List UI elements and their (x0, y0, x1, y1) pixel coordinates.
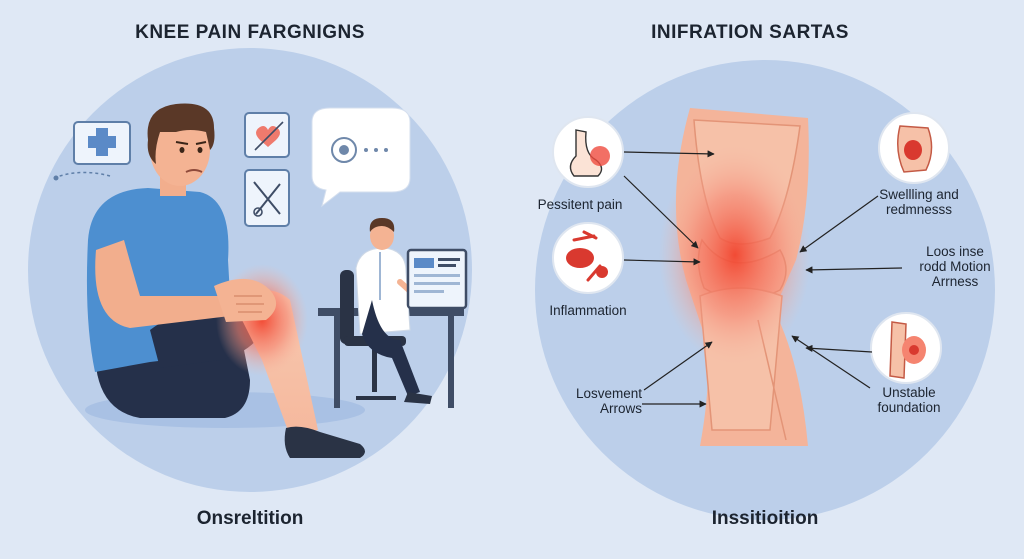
label-motion: Loos inse rodd Motion Arrness (900, 244, 1010, 289)
right-panel-caption: Inssitioition (711, 508, 819, 529)
patient-figure (86, 103, 365, 458)
callout-unstable-icon (870, 312, 942, 384)
doctor-figure (318, 218, 468, 408)
chart-monitor-icon (406, 248, 468, 314)
label-motion-line1: Loos inse (926, 244, 984, 259)
left-panel-title: KNEE PAIN FARGNIGNS (135, 22, 365, 43)
label-unstable-line1: Unstable (882, 385, 936, 400)
chat-bubble-icon (311, 107, 411, 208)
right-panel-title: INIFRATION SARTAS (651, 22, 849, 43)
label-unstable: Unstable foundation (854, 385, 964, 415)
knee-pain-glow (659, 145, 811, 365)
medical-cross-icon (53, 121, 131, 181)
label-inflammation: Inflammation (549, 303, 627, 318)
tools-icon (244, 169, 290, 227)
label-movement-line2: Arrows (599, 401, 642, 416)
callout-lines (623, 150, 903, 408)
label-movement: Losvement Arrows (540, 386, 642, 416)
label-swelling-line1: Swellling and (879, 187, 959, 202)
callout-inflammation-icon (552, 222, 624, 294)
label-swelling: Swellling and redmnesss (864, 187, 974, 217)
label-movement-line1: Losvement (575, 386, 642, 401)
label-unstable-line2: foundation (877, 400, 941, 415)
heart-pulse-icon (244, 112, 290, 158)
callout-persistent-pain-icon (552, 116, 624, 188)
label-persistent-pain: Pessitent pain (537, 197, 623, 212)
callout-swelling-icon (878, 112, 950, 184)
label-swelling-line2: redmnesss (885, 202, 953, 217)
left-panel-caption: Onsreltition (196, 508, 304, 529)
label-motion-line2: rodd Motion (919, 259, 991, 274)
right-panel (535, 60, 995, 520)
left-panel (28, 48, 472, 492)
knee-anatomy (659, 108, 811, 446)
label-motion-line3: Arrness (931, 274, 979, 289)
